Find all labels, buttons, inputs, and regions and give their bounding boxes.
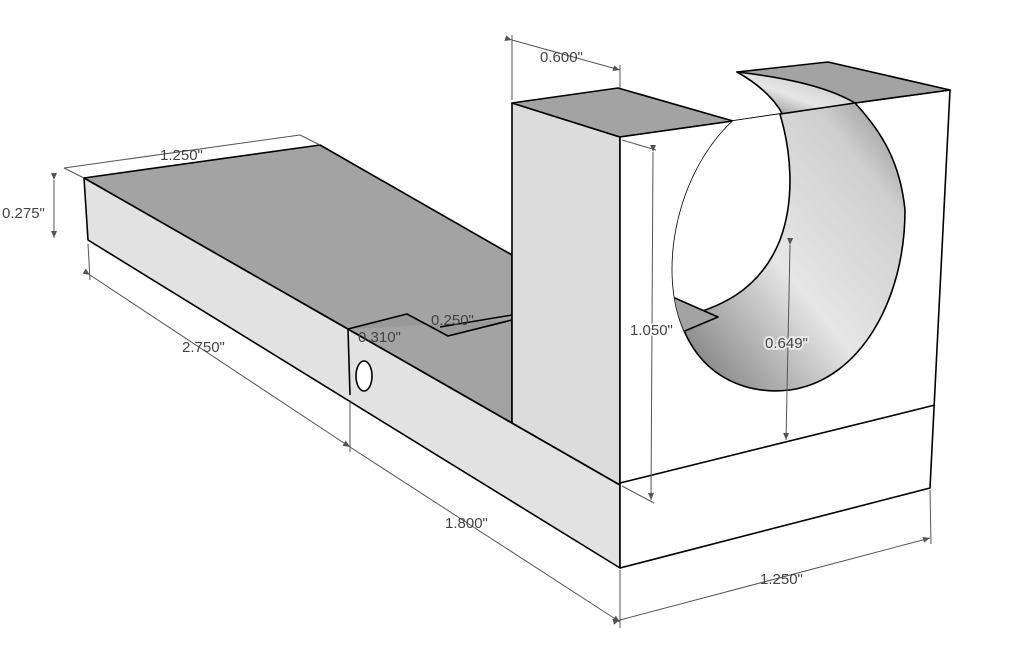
bore-height-label: 0.649" <box>765 335 808 352</box>
notch-length-label: 0.310" <box>358 329 401 346</box>
base-top-face <box>83 144 513 424</box>
notch-width-label: 0.250" <box>431 312 474 329</box>
dim-upright-thickness: 0.600" <box>504 35 621 100</box>
notch-line <box>439 314 513 328</box>
dim-base-width: 1.250" <box>63 134 321 179</box>
front-section-label: 1.800" <box>445 515 488 532</box>
block-width-label: 1.250" <box>760 571 803 588</box>
dim-block-width: 1.250" <box>612 489 932 625</box>
upright-thickness-label: 0.600" <box>540 49 583 66</box>
pin-hole <box>355 360 373 392</box>
dim-upright-height: 1.050" <box>621 139 674 504</box>
block-section-line <box>619 404 936 484</box>
upright-height-label: 1.050" <box>630 322 673 339</box>
base-length-label: 2.750" <box>182 339 225 356</box>
dim-base-thickness: 0.275" <box>2 173 57 238</box>
dim-bore-height: 0.649" <box>763 237 810 441</box>
base-thickness-label: 0.275" <box>2 205 45 222</box>
upright-front-face <box>511 102 621 486</box>
notch-outline <box>347 313 513 337</box>
dim-base-length: 2.750" <box>82 243 351 452</box>
base-width-label: 1.250" <box>160 147 203 164</box>
